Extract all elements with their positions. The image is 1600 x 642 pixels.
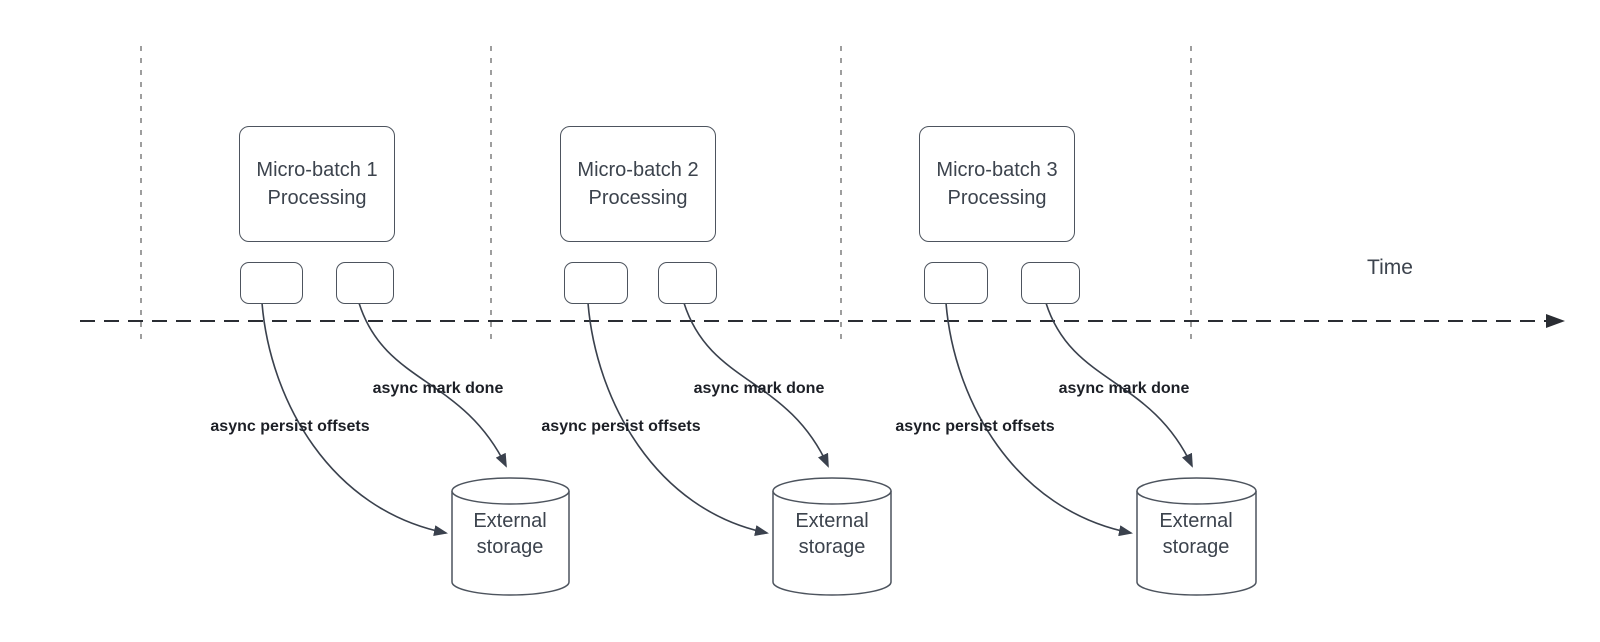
persist-offsets-label-3: async persist offsets [895,418,1055,435]
mark-done-label-1: async mark done [372,380,504,397]
mark-done-arrow-3 [1045,302,1193,468]
micro-batch-1-node: Micro-batch 1 Processing [239,126,395,242]
mark-done-task-box-2 [658,262,717,304]
offsets-task-box-3 [924,262,988,304]
mark-done-label-2: async mark done [693,380,825,397]
mark-done-task-box-3 [1021,262,1080,304]
mark-done-task-box-1 [336,262,394,304]
external-storage-cylinder-2 [772,477,892,596]
node-subtitle: Processing [947,187,1047,209]
external-storage-cylinder-3 [1136,477,1257,596]
micro-batch-2-node: Micro-batch 2 Processing [560,126,716,242]
offsets-task-box-2 [564,262,628,304]
persist-offsets-arrow-3 [945,302,1133,537]
persist-offsets-label-1: async persist offsets [210,418,370,435]
persist-offsets-arrow-2 [587,302,769,536]
external-storage-cylinder-1 [451,477,570,596]
mark-done-arrow-1 [358,302,507,468]
external-storage-label-3: External storage [1159,510,1233,558]
persist-offsets-arrow-1 [261,302,448,537]
mark-done-label-3: async mark done [1058,380,1190,397]
node-subtitle: Processing [267,187,367,209]
external-storage-label-2: External storage [795,510,869,558]
node-title: Micro-batch 1 [256,159,378,181]
time-axis-label: Time [1367,256,1413,279]
mark-done-arrow-2 [683,302,829,468]
node-subtitle: Processing [588,187,688,209]
node-title: Micro-batch 3 [936,159,1058,181]
offsets-task-box-1 [240,262,303,304]
node-title: Micro-batch 2 [577,159,699,181]
external-storage-label-1: External storage [473,510,547,558]
micro-batch-3-node: Micro-batch 3 Processing [919,126,1075,242]
persist-offsets-label-2: async persist offsets [541,418,701,435]
